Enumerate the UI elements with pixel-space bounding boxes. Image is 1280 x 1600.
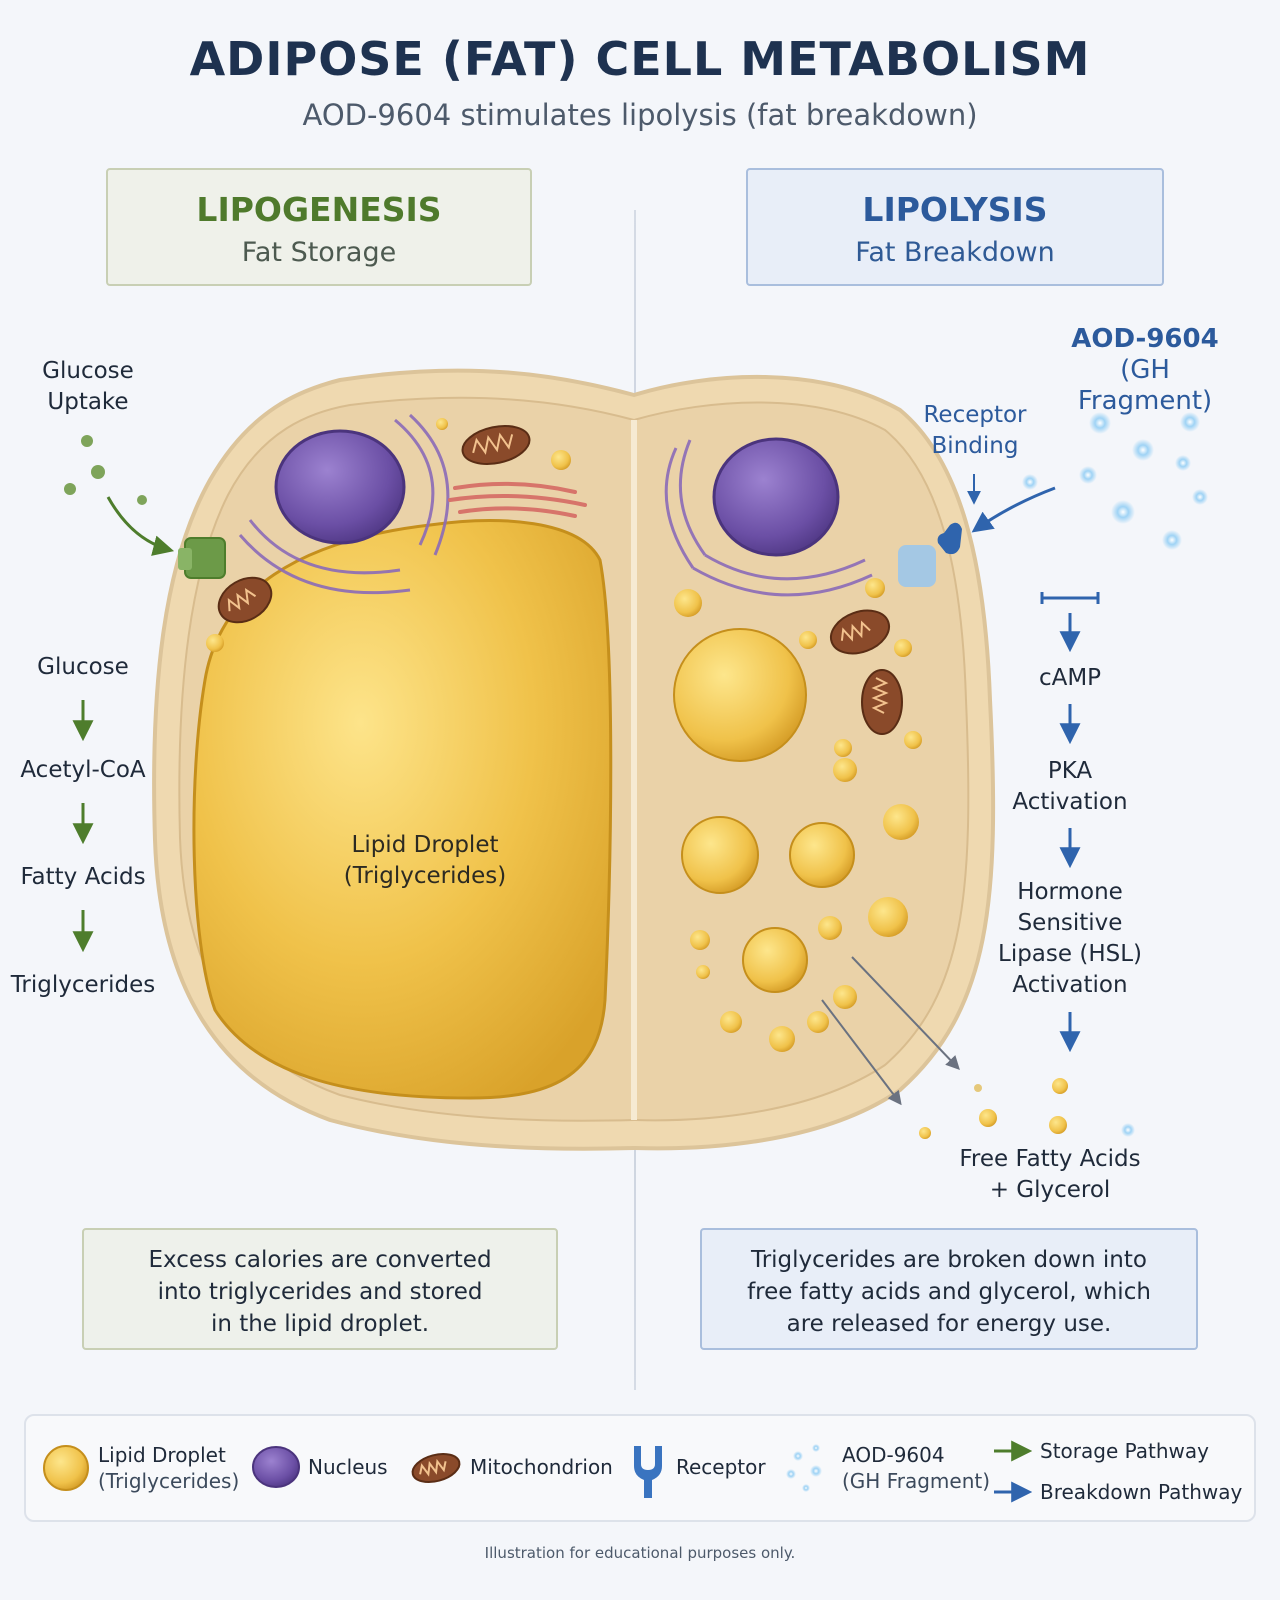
lipid-droplet-icon bbox=[43, 1445, 89, 1491]
receptor-site bbox=[898, 522, 962, 587]
legend-lipid-droplet: Lipid Droplet (Triglycerides) bbox=[98, 1443, 240, 1493]
lipolysis-title: LIPOLYSIS bbox=[862, 190, 1048, 229]
receptor-binding-label: Receptor Binding bbox=[923, 402, 1027, 459]
mitochondrion-left-1 bbox=[461, 425, 531, 465]
receptor-binding-arrow bbox=[971, 486, 1056, 533]
mitochondrion-right-2 bbox=[861, 669, 903, 735]
legend-mitochondrion: Mitochondrion bbox=[470, 1455, 613, 1479]
legend-icons bbox=[43, 1440, 1033, 1503]
lipolysis-note: Triglycerides are broken down into free … bbox=[700, 1228, 1198, 1350]
hsl-activation-label: Hormone Sensitive Lipase (HSL) Activatio… bbox=[998, 879, 1142, 998]
mitochondrion-right-1 bbox=[829, 609, 891, 655]
glucose-uptake-label: Glucose Uptake bbox=[42, 358, 134, 415]
step-glucose: Glucose bbox=[37, 654, 129, 680]
legend-breakdown-pathway: Breakdown Pathway bbox=[1040, 1480, 1243, 1504]
legend-storage-pathway: Storage Pathway bbox=[1040, 1439, 1209, 1463]
receptor-icon bbox=[634, 1446, 662, 1498]
legend: Lipid Droplet (Triglycerides) Nucleus Mi… bbox=[24, 1414, 1256, 1522]
glucose-transporter bbox=[178, 537, 226, 579]
mitochondrion-icon bbox=[411, 1452, 461, 1484]
camp-label: cAMP bbox=[1038, 665, 1102, 691]
nucleus-right bbox=[712, 437, 840, 557]
lipogenesis-header: LIPOGENESIS Fat Storage bbox=[106, 168, 532, 286]
step-acetyl-coa: Acetyl-CoA bbox=[20, 757, 146, 783]
glucose-molecules bbox=[64, 435, 147, 505]
lipid-droplets-small bbox=[673, 578, 922, 1052]
page-title: ADIPOSE (FAT) CELL METABOLISM bbox=[189, 32, 1091, 86]
footer-disclaimer: Illustration for educational purposes on… bbox=[484, 1544, 796, 1562]
lipogenesis-subtitle: Fat Storage bbox=[241, 237, 397, 268]
free-fatty-acid-particles bbox=[919, 1078, 1135, 1139]
mitochondrion-left-2 bbox=[217, 576, 273, 624]
lipogenesis-note: Excess calories are converted into trigl… bbox=[82, 1228, 558, 1350]
lipid-droplet-large bbox=[192, 519, 613, 1100]
page-subtitle: AOD-9604 stimulates lipolysis (fat break… bbox=[302, 98, 978, 132]
legend-nucleus: Nucleus bbox=[308, 1455, 388, 1479]
nucleus-left bbox=[274, 429, 406, 545]
glucose-uptake-arrow bbox=[106, 496, 175, 556]
lipolysis-header: LIPOLYSIS Fat Breakdown bbox=[746, 168, 1164, 286]
pka-activation-label: PKA Activation bbox=[1012, 758, 1128, 815]
legend-aod-9604: AOD-9604 (GH Fragment) bbox=[842, 1443, 991, 1493]
aod-9604-icon bbox=[786, 1444, 822, 1492]
nucleus-icon bbox=[252, 1446, 300, 1488]
aod-9604-particles bbox=[1022, 412, 1208, 550]
step-fatty-acids: Fatty Acids bbox=[20, 864, 146, 890]
legend-receptor: Receptor bbox=[676, 1455, 766, 1479]
lipid-droplet-label: Lipid Droplet (Triglycerides) bbox=[343, 832, 507, 889]
free-fatty-acids-label: Free Fatty Acids + Glycerol bbox=[959, 1146, 1141, 1203]
lipolysis-subtitle: Fat Breakdown bbox=[855, 237, 1055, 268]
lipogenesis-title: LIPOGENESIS bbox=[196, 190, 442, 229]
aod-9604-label: AOD-9604 (GH Fragment) bbox=[1071, 324, 1219, 416]
step-triglycerides: Triglycerides bbox=[10, 972, 156, 998]
